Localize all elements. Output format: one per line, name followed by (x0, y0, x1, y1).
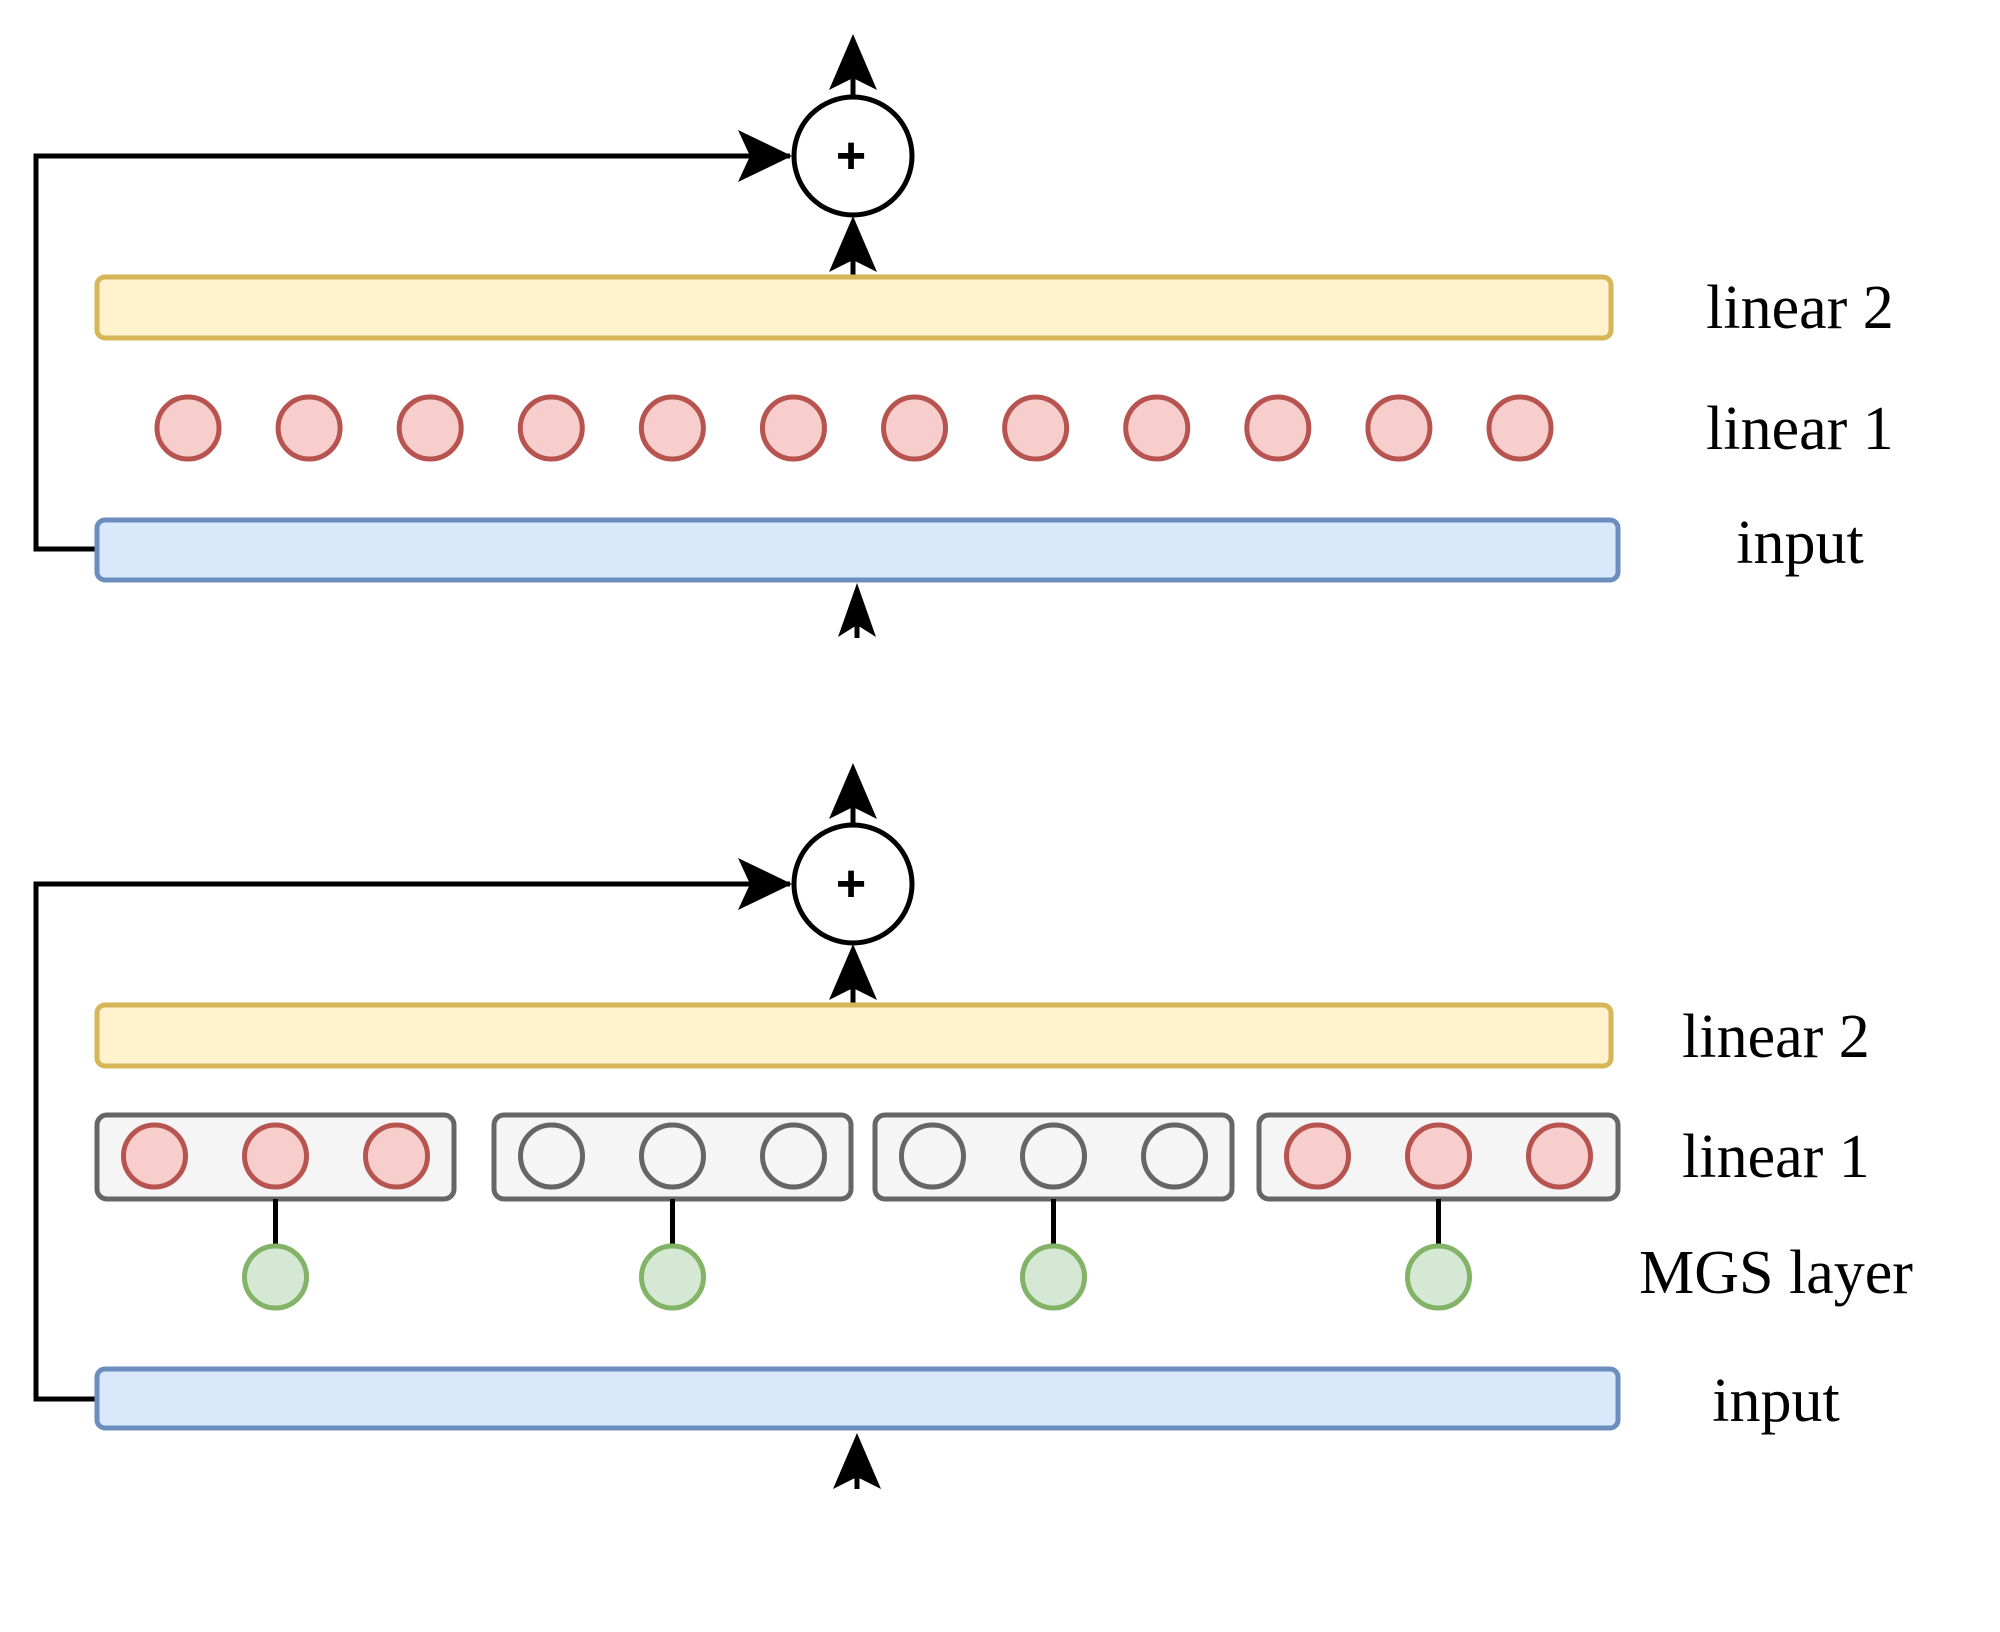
top-sum-symbol: + (836, 127, 866, 185)
bottom-skip-arrowhead-icon (738, 858, 792, 910)
bottom-linear1-label: linear 1 (1682, 1123, 1870, 1191)
bottom-input-label: input (1712, 1367, 1839, 1435)
bottom-diagram: + linear 2 linear 1 MGS layer input (33, 763, 1913, 1489)
top-linear1-neurons (154, 394, 1554, 462)
bottom-linear2-bar (94, 1002, 1614, 1069)
bottom-linear1-neuron (242, 1122, 309, 1190)
mgs-gate-node (1020, 1243, 1087, 1311)
top-linear1-neuron (1365, 394, 1433, 462)
bottom-linear1-neuron (1405, 1122, 1472, 1190)
mgs-gate-node (1405, 1243, 1472, 1311)
bottom-linear1-neuron (760, 1122, 827, 1190)
top-input-bar (94, 517, 1621, 583)
neuron-group (491, 1112, 854, 1311)
bottom-sum-symbol: + (836, 855, 866, 913)
top-output-arrowhead-icon (829, 34, 877, 90)
mgs-gate-node (242, 1243, 309, 1311)
bottom-linear1-groups (94, 1112, 1621, 1311)
top-skip-arrowhead-icon (738, 130, 792, 182)
bottom-linear2-arrowhead-icon (829, 944, 877, 1000)
top-linear1-neuron (396, 394, 464, 462)
bottom-linear2-label: linear 2 (1682, 1003, 1870, 1071)
top-input-label: input (1736, 509, 1863, 577)
top-diagram: + linear 2 linear 1 input (33, 34, 1894, 638)
top-linear1-neuron (517, 394, 585, 462)
top-linear1-label: linear 1 (1706, 395, 1894, 463)
bottom-input-arrowhead-icon (833, 1433, 881, 1489)
bottom-linear1-neuron (363, 1122, 430, 1190)
top-linear1-neuron (154, 394, 222, 462)
bottom-linear1-neuron (1526, 1122, 1593, 1190)
bottom-linear1-neuron (899, 1122, 966, 1190)
bottom-linear1-neuron (639, 1122, 706, 1190)
bottom-skip-connection (33, 881, 790, 1402)
neuron-group (872, 1112, 1235, 1311)
top-linear1-neuron (275, 394, 343, 462)
bottom-input-bar (94, 1366, 1621, 1431)
bottom-linear1-neuron (1141, 1122, 1208, 1190)
top-linear2-label: linear 2 (1706, 274, 1894, 342)
neuron-group (1256, 1112, 1621, 1311)
bottom-linear1-neuron (518, 1122, 585, 1190)
bottom-output-arrowhead-icon (829, 763, 877, 819)
top-skip-connection (33, 153, 790, 552)
top-linear1-neuron (759, 394, 827, 462)
top-linear2-bar (94, 274, 1614, 341)
neuron-group (94, 1112, 457, 1311)
top-linear2-arrowhead-icon (829, 216, 877, 272)
top-linear1-neuron (1244, 394, 1312, 462)
bottom-linear1-neuron (121, 1122, 188, 1190)
top-linear1-neuron (1123, 394, 1191, 462)
bottom-linear1-neuron (1284, 1122, 1351, 1190)
top-linear1-neuron (1486, 394, 1554, 462)
top-linear1-neuron (881, 394, 949, 462)
top-input-arrowhead-icon (838, 583, 876, 637)
top-linear1-neuron (638, 394, 706, 462)
bottom-linear1-neuron (1020, 1122, 1087, 1190)
top-linear1-neuron (1002, 394, 1070, 462)
bottom-mgs-label: MGS layer (1639, 1239, 1913, 1307)
mgs-gate-node (639, 1243, 706, 1311)
